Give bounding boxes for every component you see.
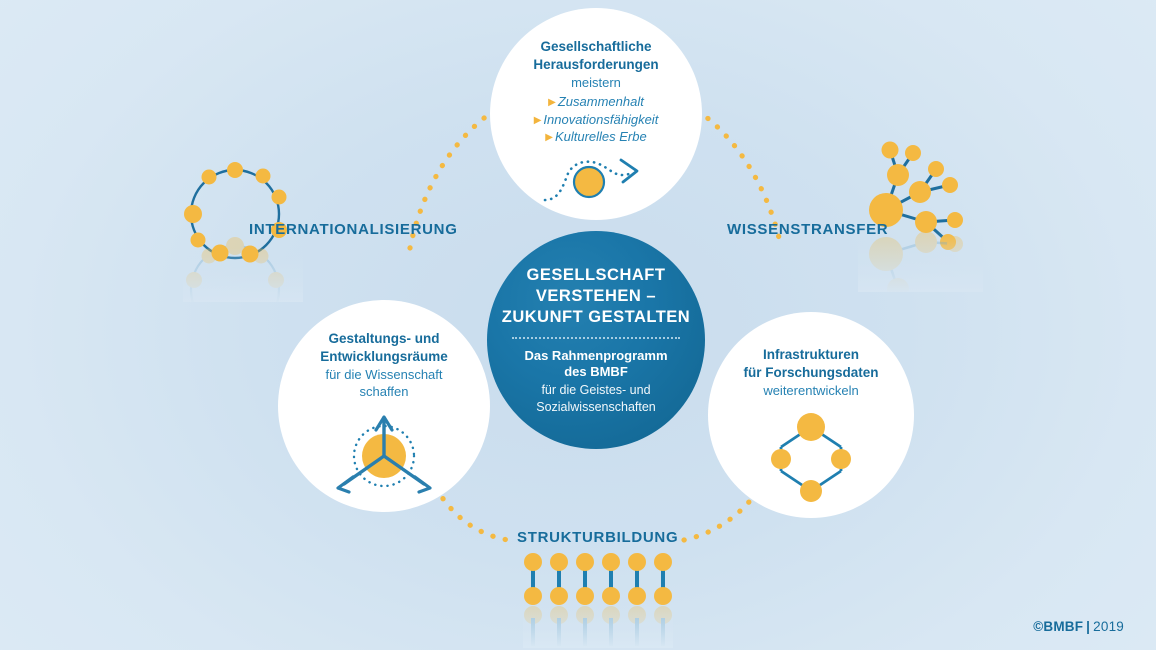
center-subtitle-bold: Das Rahmenprogramm des BMBF	[524, 348, 667, 382]
center-subtitle-line1: Das Rahmenprogramm	[524, 347, 668, 363]
node-left-title: Gestaltungs- und Entwicklungsräume	[320, 330, 448, 366]
arc-left-to-struk	[433, 485, 511, 543]
center-divider	[512, 336, 680, 339]
node-top-title-line2: Herausforderungen	[533, 56, 659, 72]
node-left-subtitle: für die Wissenschaft schaffen	[325, 366, 442, 401]
arc-struk-to-right	[681, 489, 760, 543]
center-subtitle-line4: Sozialwissenschaften	[536, 399, 656, 414]
node-top-bullet-list: ▶Zusammenhalt ▶Innovationsfähigkeit ▶Kul…	[534, 93, 659, 146]
hexagon-node-network-icon	[761, 413, 861, 510]
node-right-title-line1: Infrastrukturen	[762, 347, 859, 362]
copyright-credit: ©BMBF|2019	[1033, 619, 1124, 634]
center-subtitle-regular: für die Geistes- und Sozialwissenschafte…	[536, 382, 656, 415]
center-subtitle-line2: des BMBF	[564, 364, 628, 380]
node-top-title: Gesellschaftliche Herausforderungen	[533, 38, 658, 74]
node-right-subtitle: weiterentwickeln	[763, 382, 859, 398]
node-top-title-line1: Gesellschaftliche	[540, 39, 652, 54]
copyright-symbol: ©	[1033, 619, 1044, 634]
node-right-title: Infrastrukturen für Forschungsdaten	[743, 346, 878, 382]
center-core[interactable]: GESELLSCHAFT VERSTEHEN – ZUKUNFT GESTALT…	[487, 231, 705, 449]
node-left-subtitle-line1: für die Wissenschaft	[325, 366, 443, 382]
triangle-bullet-icon: ▶	[548, 97, 556, 109]
center-title-line1: GESELLSCHAFT	[526, 265, 666, 284]
node-infrastrukturen-forschungsdaten[interactable]: Infrastrukturen für Forschungsdaten weit…	[708, 312, 914, 518]
node-top-subtitle: meistern	[571, 74, 621, 90]
node-right-title-line2: für Forschungsdaten	[743, 364, 879, 380]
ring-label-strukturbildung[interactable]: STRUKTURBILDUNG	[517, 529, 679, 546]
center-subtitle-line3: für die Geistes- und	[541, 383, 651, 398]
node-left-title-line2: Entwicklungsräume	[320, 348, 448, 364]
ring-label-wissenstransfer[interactable]: WISSENSTRANSFER	[727, 221, 889, 238]
bullet-item: ▶Innovationsfähigkeit	[534, 111, 659, 129]
bullet-label: Zusammenhalt	[557, 94, 644, 110]
arrow-around-circle-icon	[537, 152, 655, 211]
triangle-bullet-icon: ▶	[545, 132, 553, 144]
credit-org: BMBF	[1043, 619, 1084, 634]
triangle-bullet-icon: ▶	[533, 114, 542, 126]
node-left-subtitle-line2: schaffen	[359, 384, 409, 400]
three-arrows-radiating-icon	[324, 414, 444, 499]
node-gesellschaftliche-herausforderungen[interactable]: Gesellschaftliche Herausforderungen meis…	[490, 8, 702, 220]
bullet-label: Innovationsfähigkeit	[543, 111, 659, 127]
credit-separator: |	[1086, 619, 1091, 634]
node-left-title-line1: Gestaltungs- und	[328, 331, 440, 346]
network-tree-icon	[858, 132, 983, 300]
credit-year: 2019	[1093, 619, 1124, 634]
bullet-item: ▶Kulturelles Erbe	[534, 128, 659, 146]
paired-dots-columns-icon	[523, 553, 673, 648]
node-gestaltungs-entwicklungsraeume[interactable]: Gestaltungs- und Entwicklungsräume für d…	[278, 300, 490, 512]
bullet-item: ▶Zusammenhalt	[534, 93, 659, 111]
center-title-line2: VERSTEHEN –	[535, 286, 657, 305]
bullet-label: Kulturelles Erbe	[554, 129, 647, 145]
center-title: GESELLSCHAFT VERSTEHEN – ZUKUNFT GESTALT…	[502, 265, 690, 328]
ring-label-internationalisierung[interactable]: INTERNATIONALISIERUNG	[249, 221, 458, 238]
center-title-line3: ZUKUNFT GESTALTEN	[501, 307, 691, 326]
